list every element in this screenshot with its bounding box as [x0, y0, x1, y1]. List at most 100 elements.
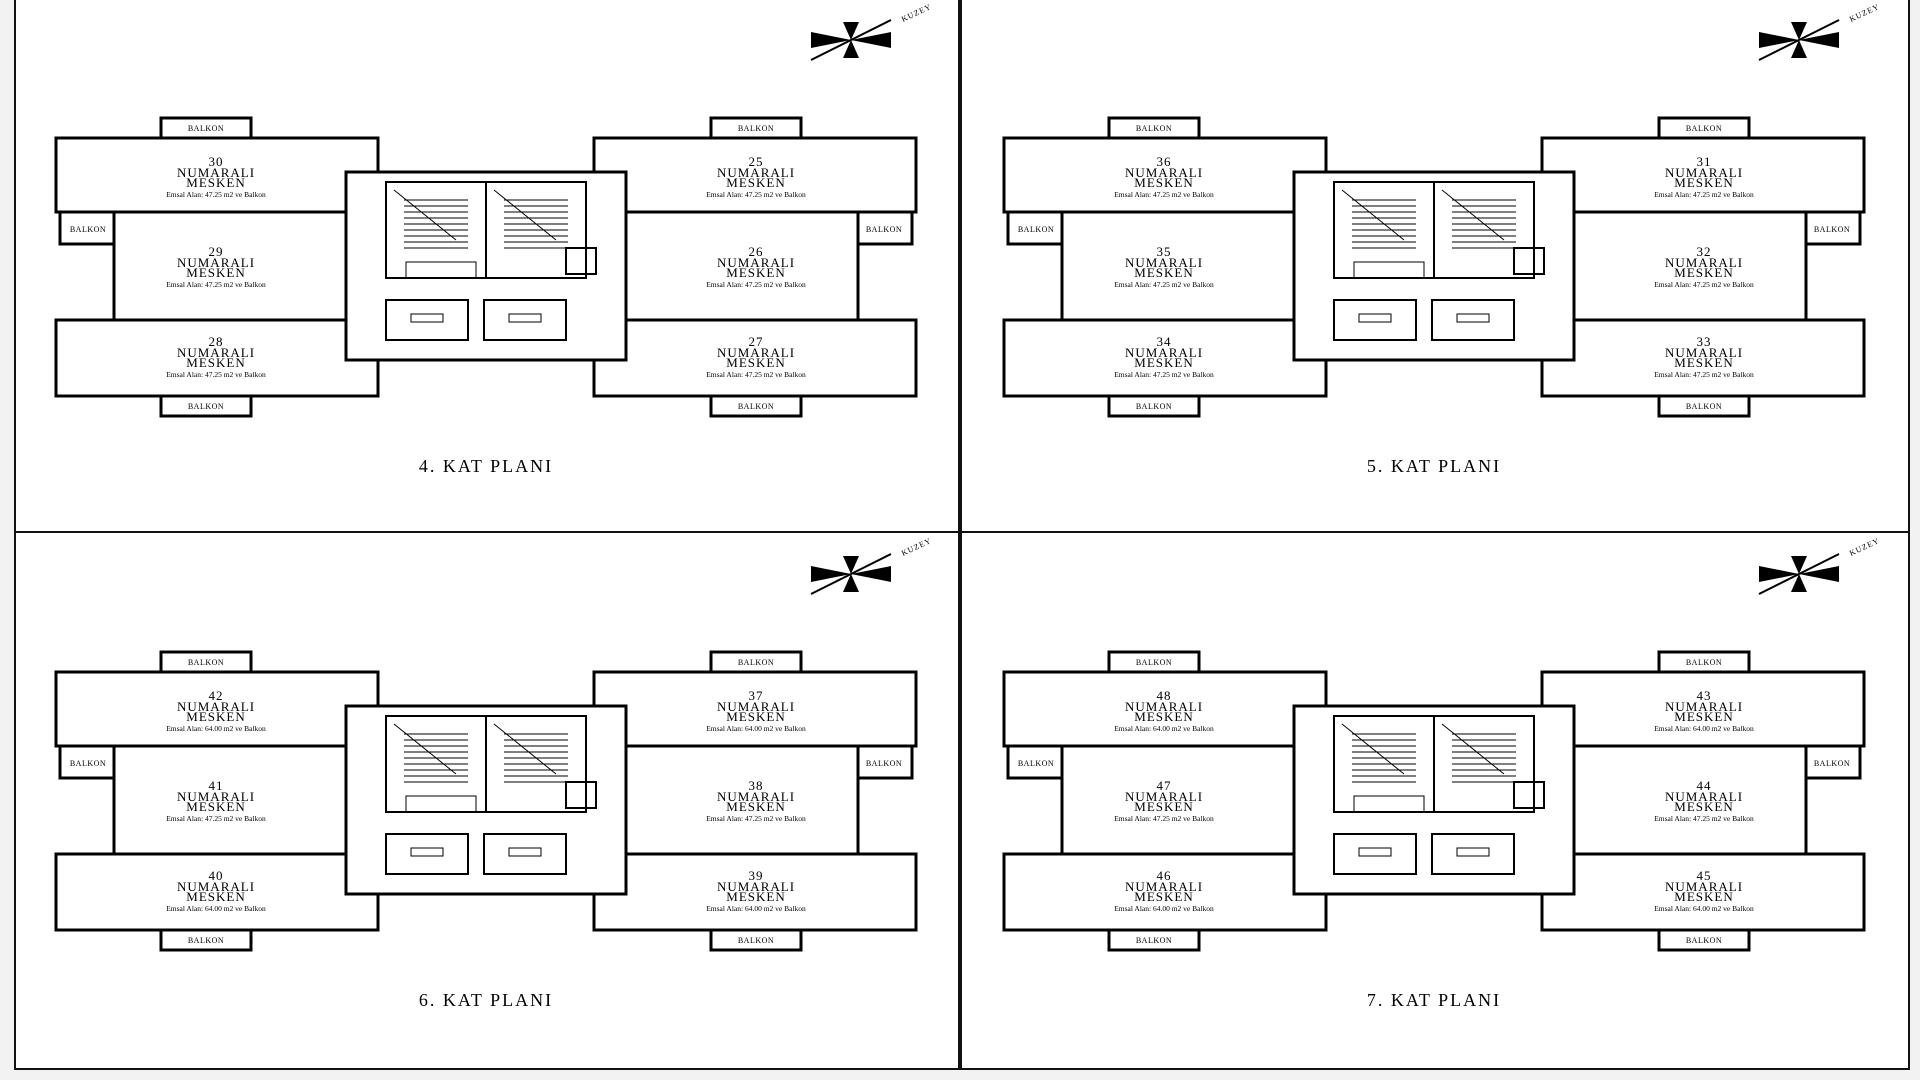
wing-outline [592, 670, 918, 748]
compass-point [1791, 22, 1807, 40]
unit-label: NUMARALI [1665, 345, 1743, 360]
unit-label: NUMARALI [1125, 345, 1203, 360]
balcony-label: BALKON [188, 936, 224, 945]
unit-label: NUMARALI [1665, 789, 1743, 804]
wing-outline [1540, 744, 1808, 856]
balcony-label: BALKON [738, 658, 774, 667]
unit-label: MESKEN [726, 799, 785, 814]
unit-label: NUMARALI [717, 879, 795, 894]
north-compass-icon: KUZEY [1758, 2, 1881, 61]
unit-area: Emsal Alan: 47.25 m2 ve Balkon [706, 190, 806, 199]
side-balcony-outline [854, 744, 914, 780]
unit-number: 46 [1157, 868, 1172, 883]
floor-title: 7. KAT PLANI [1367, 990, 1501, 1010]
unit-area: Emsal Alan: 64.00 m2 ve Balkon [166, 904, 266, 913]
floor-title: 5. KAT PLANI [1367, 456, 1501, 476]
north-label: KUZEY [1848, 2, 1881, 24]
balcony-label: BALKON [738, 124, 774, 133]
landing [405, 261, 477, 279]
unit-number: 42 [209, 688, 224, 703]
stair-arrow [393, 723, 457, 775]
unit-number: 28 [209, 334, 224, 349]
side-balcony-label: BALKON [1814, 225, 1850, 234]
elevator [385, 833, 469, 875]
unit-number: 40 [209, 868, 224, 883]
compass-point [843, 556, 859, 574]
unit-area: Emsal Alan: 47.25 m2 ve Balkon [1114, 280, 1214, 289]
unit-number: 47 [1157, 778, 1172, 793]
unit-area: Emsal Alan: 47.25 m2 ve Balkon [1654, 370, 1754, 379]
floor-title: 6. KAT PLANI [419, 990, 553, 1010]
unit-number: 45 [1697, 868, 1712, 883]
unit-label: NUMARALI [177, 789, 255, 804]
side-balcony-label: BALKON [70, 225, 106, 234]
shaft [1513, 247, 1545, 275]
wing-outline [112, 210, 380, 322]
unit-number: 38 [749, 778, 764, 793]
unit-label: MESKEN [1674, 175, 1733, 190]
compass-needle [1758, 553, 1840, 595]
balcony-label: BALKON [1136, 124, 1172, 133]
horizontal-divider [16, 531, 1908, 533]
unit-area: Emsal Alan: 47.25 m2 ve Balkon [1654, 280, 1754, 289]
landing [1353, 795, 1425, 813]
unit-number: 32 [1697, 244, 1712, 259]
unit-label: NUMARALI [1665, 699, 1743, 714]
unit-label: MESKEN [1674, 355, 1733, 370]
unit-area: Emsal Alan: 47.25 m2 ve Balkon [166, 190, 266, 199]
wing-outline [1002, 318, 1328, 398]
north-label: KUZEY [900, 536, 933, 558]
compass-point [843, 40, 859, 58]
balcony-label: BALKON [738, 936, 774, 945]
wing-outline [592, 210, 860, 322]
unit-label: MESKEN [186, 265, 245, 280]
unit-area: Emsal Alan: 47.25 m2 ve Balkon [706, 280, 806, 289]
elevator-door [1456, 313, 1490, 323]
compass-point [811, 32, 851, 48]
elevator [1431, 299, 1515, 341]
unit-area: Emsal Alan: 47.25 m2 ve Balkon [166, 814, 266, 823]
balcony-label: BALKON [1136, 936, 1172, 945]
balcony-label: BALKON [1686, 402, 1722, 411]
side-balcony-label: BALKON [70, 759, 106, 768]
unit-area: Emsal Alan: 47.25 m2 ve Balkon [166, 370, 266, 379]
elevator-door [410, 847, 444, 857]
unit-area: Emsal Alan: 47.25 m2 ve Balkon [166, 280, 266, 289]
unit-number: 29 [209, 244, 224, 259]
unit-label: NUMARALI [1125, 699, 1203, 714]
unit-number: 31 [1697, 154, 1712, 169]
elevator-door [1358, 313, 1392, 323]
unit-area: Emsal Alan: 47.25 m2 ve Balkon [706, 370, 806, 379]
stair-arrow [493, 189, 557, 241]
unit-area: Emsal Alan: 64.00 m2 ve Balkon [706, 724, 806, 733]
unit-label: MESKEN [1134, 799, 1193, 814]
unit-label: MESKEN [1134, 265, 1193, 280]
unit-area: Emsal Alan: 47.25 m2 ve Balkon [706, 814, 806, 823]
unit-area: Emsal Alan: 47.25 m2 ve Balkon [1654, 190, 1754, 199]
compass-point [811, 566, 851, 582]
side-balcony-label: BALKON [1814, 759, 1850, 768]
landing [1353, 261, 1425, 279]
unit-label: MESKEN [726, 175, 785, 190]
unit-label: MESKEN [1134, 175, 1193, 190]
unit-area: Emsal Alan: 64.00 m2 ve Balkon [1654, 724, 1754, 733]
unit-label: MESKEN [726, 889, 785, 904]
compass-needle [810, 19, 892, 61]
unit-label: NUMARALI [1665, 255, 1743, 270]
unit-area: Emsal Alan: 64.00 m2 ve Balkon [166, 724, 266, 733]
balcony-label: BALKON [738, 402, 774, 411]
stair-arrow [1341, 723, 1405, 775]
unit-area: Emsal Alan: 64.00 m2 ve Balkon [1654, 904, 1754, 913]
wing-outline [592, 318, 918, 398]
unit-label: NUMARALI [1665, 879, 1743, 894]
unit-label: MESKEN [1134, 889, 1193, 904]
unit-label: MESKEN [186, 709, 245, 724]
elevator [1333, 833, 1417, 875]
side-balcony-label: BALKON [1018, 225, 1054, 234]
